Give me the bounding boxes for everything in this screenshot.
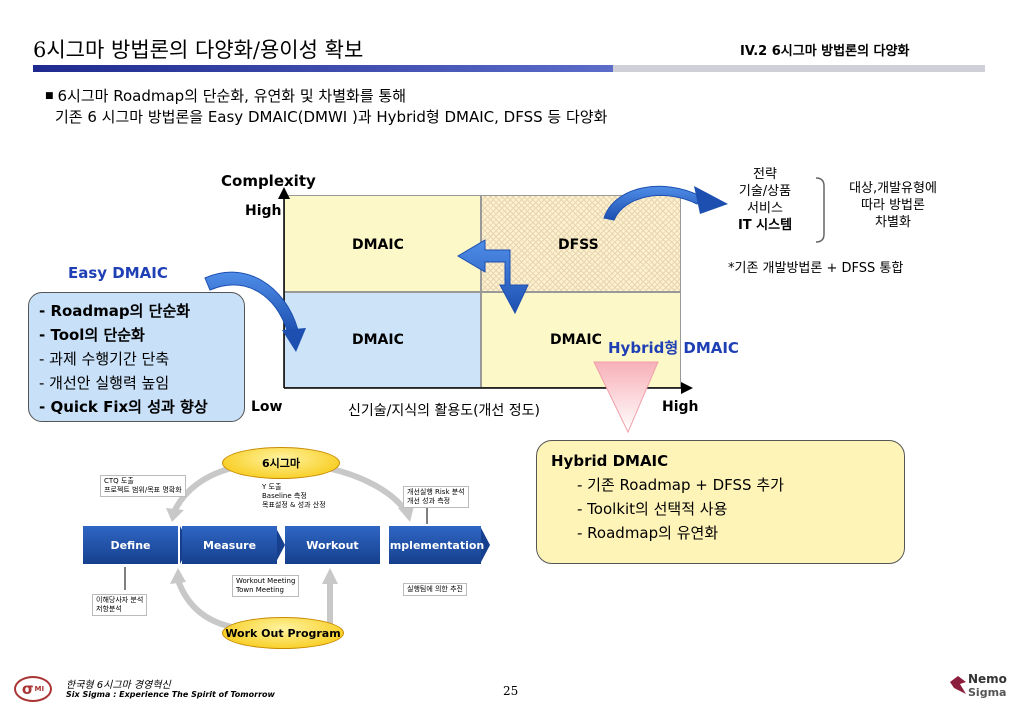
nemo-logo-icon — [950, 676, 966, 694]
dfss-note: *기존 개발방법론 + DFSS 통합 — [728, 261, 904, 276]
logo-mi: MI — [34, 685, 45, 693]
target-item-1: 전략 — [753, 167, 777, 182]
note-workout-bottom-1: Workout Meeting — [236, 577, 296, 585]
logo-sigma: σ — [21, 680, 34, 698]
note-define-bottom: 이해당사자 분석 저항분석 — [92, 594, 148, 616]
note-define-bottom-1: 이해당사자 분석 — [96, 596, 144, 604]
loop-arrow-center — [457, 239, 529, 315]
note-impl-bottom-1: 실행팀에 의한 추진 — [407, 585, 463, 593]
pink-down-arrow — [593, 361, 659, 434]
square-bullet-icon: ■ — [45, 91, 54, 101]
hybrid-item-3: - Roadmap의 유연화 — [577, 524, 719, 542]
x-low-label: Low — [251, 399, 283, 415]
note-impl-top-1: 개선실행 Risk 분석 — [407, 488, 465, 496]
y-axis-label: Complexity — [221, 172, 316, 190]
intro-line-2: 기존 6 시그마 방법론을 Easy DMAIC(DMWI )과 Hybrid형… — [55, 108, 608, 126]
hybrid-item-2: - Toolkit의 선택적 사용 — [577, 500, 728, 518]
quadrant-top-right — [481, 195, 681, 292]
hybrid-item-1: - 기존 Roadmap + DFSS 추가 — [577, 476, 784, 494]
quadrant-label-bottom-left: DMAIC — [352, 332, 404, 348]
intro-text: ■6시그마 Roadmap의 단순화, 유연화 및 차별화를 통해 기존 6 시… — [45, 86, 607, 128]
footer-english: Six Sigma : Experience The Spirit of Tom… — [66, 690, 275, 699]
note-define-bottom-2: 저항분석 — [96, 605, 122, 613]
nemo-text: Nemo — [968, 672, 1007, 686]
hybrid-box-title: Hybrid DMAIC — [551, 452, 669, 470]
note-workout-bottom: Workout Meeting Town Meeting — [232, 575, 300, 597]
six-sigma-oval: 6시그마 — [222, 447, 340, 479]
header-rule-grey — [613, 65, 985, 72]
note-impl-top: 개선실행 Risk 분석 개선 성과 측정 — [403, 486, 469, 508]
note-measure-top-2: Baseline 측정 — [262, 492, 307, 500]
page-number: 25 — [503, 684, 519, 698]
matrix-axes — [278, 187, 693, 394]
easy-dmaic-title: Easy DMAIC — [68, 264, 168, 282]
quadrant-label-top-left: DMAIC — [352, 237, 404, 253]
page-title: 6시그마 방법론의 다양화/용이성 확보 — [33, 38, 364, 62]
easy-item-3: - 과제 수행기간 단축 — [39, 350, 170, 368]
phase-implementation: Implementation — [386, 526, 484, 564]
curved-arrow-right — [603, 185, 728, 221]
easy-item-1: - Roadmap의 단순화 — [39, 302, 191, 320]
y-high-label: High — [245, 203, 282, 219]
note-define-top-2: 프로젝트 범위/목표 명확화 — [104, 486, 182, 494]
hybrid-label: Hybrid형 DMAIC — [608, 339, 739, 357]
sigma-text: Sigma — [968, 686, 1007, 699]
footer-korean: 한국형 6시그마 경영혁신 — [66, 680, 171, 691]
note-workout-bottom-2: Town Meeting — [236, 586, 284, 594]
note-measure-top-3: 목표설정 & 성과 산정 — [262, 501, 326, 509]
target-item-2: 기술/상품 — [738, 184, 792, 199]
note-impl-top-2: 개선 성과 측정 — [407, 497, 451, 505]
quadrant-bottom-left — [284, 292, 481, 388]
note-impl-bottom: 실행팀에 의한 추진 — [403, 583, 467, 596]
process-cycle-arrows — [172, 465, 408, 630]
intro-line-1: 6시그마 Roadmap의 단순화, 유연화 및 차별화를 통해 — [57, 87, 407, 105]
process-cycle-arrowheads — [166, 506, 414, 584]
note-define-top: CTQ 도출 프로젝트 범위/목표 명확화 — [100, 475, 186, 497]
quadrant-label-top-right: DFSS — [558, 237, 599, 253]
curved-arrow-easy — [204, 271, 306, 352]
phase-measure: Measure — [182, 526, 277, 564]
header-rule-blue — [33, 65, 613, 72]
x-axis-label: 신기술/지식의 활용도(개선 정도) — [348, 403, 540, 419]
section-title: IV.2 6시그마 방법론의 다양화 — [740, 44, 910, 59]
nemo-sigma-logo: Nemo Sigma — [948, 670, 1008, 704]
target-item-3: 서비스 — [747, 201, 783, 216]
note-measure-top-1: Y 도출 — [262, 483, 282, 491]
easy-item-2: - Tool의 단순화 — [39, 326, 145, 344]
quadrant-label-bottom-right: DMAIC — [550, 332, 602, 348]
work-out-program-oval: Work Out Program — [222, 617, 344, 649]
target-item-4: IT 시스템 — [737, 218, 793, 233]
hybrid-box: Hybrid DMAIC - 기존 Roadmap + DFSS 추가 - To… — [536, 440, 905, 564]
note-line-2: 따라 방법론 — [861, 198, 925, 213]
x-high-label: High — [662, 399, 699, 415]
note-define-top-1: CTQ 도출 — [104, 477, 134, 485]
phase-workout: Workout — [285, 526, 380, 564]
differentiation-note: 대상,개발유형에 따라 방법론 차별화 — [833, 180, 953, 231]
bracket-right — [815, 177, 825, 243]
note-line-3: 차별화 — [875, 215, 911, 230]
easy-item-4: - 개선안 실행력 높임 — [39, 374, 170, 392]
easy-dmaic-box: - Roadmap의 단순화 - Tool의 단순화 - 과제 수행기간 단축 … — [28, 292, 245, 422]
target-list: 전략 기술/상품 서비스 IT 시스템 — [720, 166, 810, 234]
phase-define: Define — [83, 526, 178, 564]
note-line-1: 대상,개발유형에 — [849, 181, 937, 196]
note-measure-top: Y 도출 Baseline 측정 목표설정 & 성과 산정 — [259, 482, 329, 511]
easy-item-5: - Quick Fix의 성과 향상 — [39, 398, 208, 416]
quadrant-top-left — [284, 195, 481, 292]
